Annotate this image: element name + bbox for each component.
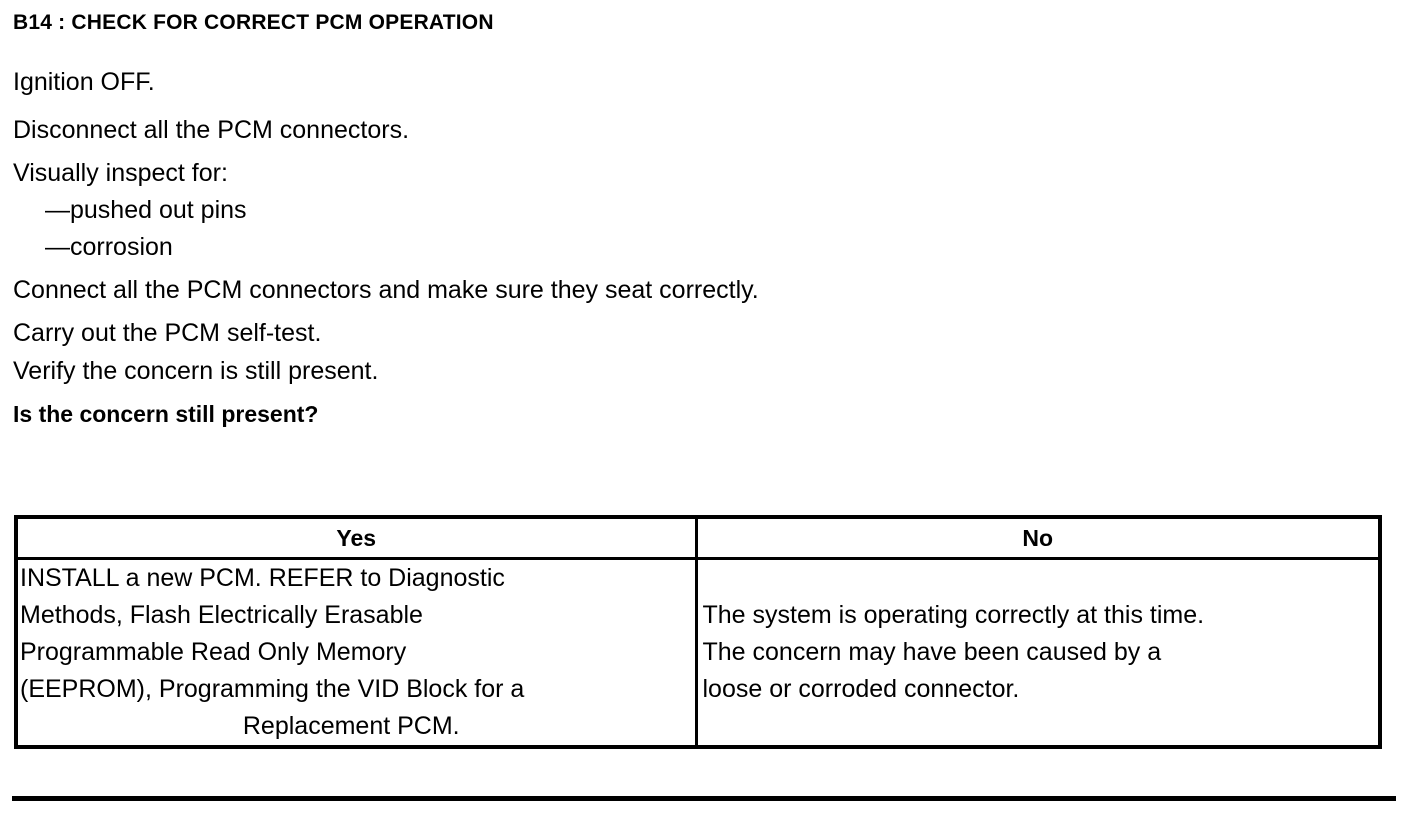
table-row: INSTALL a new PCM. REFER to Diagnostic M… bbox=[14, 557, 1382, 749]
cell-line: Methods, Flash Electrically Erasable bbox=[20, 601, 423, 629]
instruction-line: Verify the concern is still present. bbox=[13, 357, 379, 385]
cell-line: The concern may have been caused by a bbox=[702, 638, 1162, 666]
table-header-row: Yes No bbox=[14, 515, 1382, 560]
cell-line: Programmable Read Only Memory bbox=[20, 638, 407, 666]
column-header-yes: Yes bbox=[14, 515, 698, 560]
cell-line: loose or corroded connector. bbox=[702, 675, 1020, 703]
cell-no-action: The system is operating correctly at thi… bbox=[694, 557, 1382, 749]
section-divider-rule bbox=[12, 796, 1396, 801]
cell-yes-action: INSTALL a new PCM. REFER to Diagnostic M… bbox=[14, 557, 698, 749]
instruction-line: Ignition OFF. bbox=[13, 68, 155, 96]
instruction-line: Carry out the PCM self-test. bbox=[13, 319, 322, 347]
column-header-no: No bbox=[694, 515, 1382, 560]
decision-question: Is the concern still present? bbox=[13, 401, 319, 427]
instruction-line: Disconnect all the PCM connectors. bbox=[13, 116, 410, 144]
cell-line: (EEPROM), Programming the VID Block for … bbox=[20, 675, 525, 703]
instruction-line: Connect all the PCM connectors and make … bbox=[13, 276, 759, 304]
decision-table: Yes No INSTALL a new PCM. REFER to Diagn… bbox=[14, 515, 1382, 749]
instruction-list: Ignition OFF. Disconnect all the PCM con… bbox=[13, 58, 1393, 438]
instruction-bullet: —pushed out pins bbox=[45, 196, 247, 224]
instruction-line: Visually inspect for: bbox=[13, 159, 228, 187]
instruction-bullet: —corrosion bbox=[45, 233, 173, 261]
cell-yes-text: INSTALL a new PCM. REFER to Diagnostic M… bbox=[18, 560, 695, 745]
cell-line: The system is operating correctly at thi… bbox=[702, 601, 1205, 629]
page-title: B14 : CHECK FOR CORRECT PCM OPERATION bbox=[13, 11, 494, 34]
cell-no-text: The system is operating correctly at thi… bbox=[698, 597, 1379, 708]
cell-line: INSTALL a new PCM. REFER to Diagnostic bbox=[20, 564, 505, 592]
cell-line: Replacement PCM. bbox=[242, 712, 460, 740]
